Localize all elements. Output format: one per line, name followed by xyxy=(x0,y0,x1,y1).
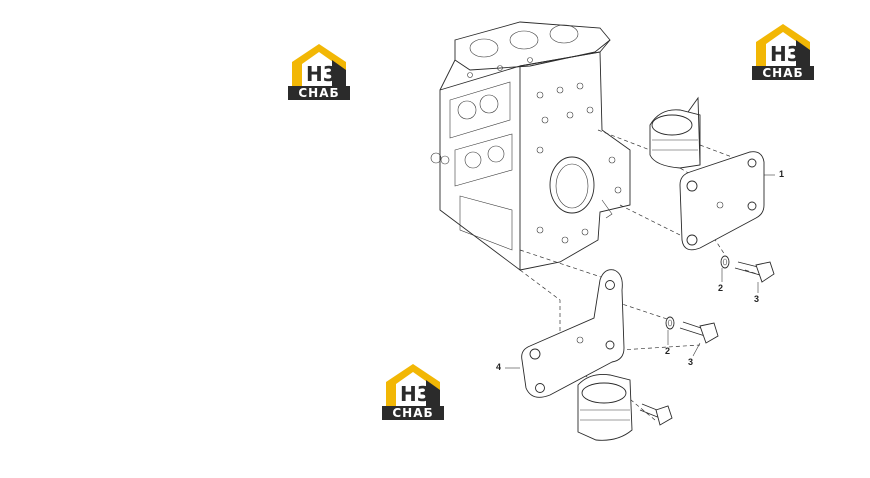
logo-mark: Н3 xyxy=(400,382,431,406)
watermark-logo: Н3 СНАБ xyxy=(288,40,350,100)
callout-part-4: 4 xyxy=(496,362,502,372)
logo-caption: СНАБ xyxy=(762,66,804,80)
upper-mounting-bracket xyxy=(679,151,765,251)
logo-caption: СНАБ xyxy=(298,86,340,100)
engine-block xyxy=(430,21,631,271)
logo-house-icon xyxy=(752,24,814,80)
logo-house-icon xyxy=(382,364,444,420)
callout-leaders xyxy=(505,174,775,369)
callout-part-3: 3 xyxy=(688,357,694,367)
callout-part-3: 3 xyxy=(754,294,760,304)
logo-house-icon xyxy=(288,44,350,100)
callout-part-1: 1 xyxy=(779,169,785,179)
callout-part-2: 2 xyxy=(718,283,724,293)
logo-caption: СНАБ xyxy=(392,406,434,420)
watermark-logo: Н3 СНАБ xyxy=(752,20,814,80)
fasteners xyxy=(639,255,775,426)
logo-mark: Н3 xyxy=(306,62,337,86)
callout-part-2: 2 xyxy=(665,346,671,356)
logo-mark: Н3 xyxy=(770,42,801,66)
watermark-logo: Н3 СНАБ xyxy=(382,360,444,420)
lower-engine-mount xyxy=(577,374,633,441)
upper-engine-mount xyxy=(649,96,701,169)
lower-mounting-bracket xyxy=(521,269,625,398)
